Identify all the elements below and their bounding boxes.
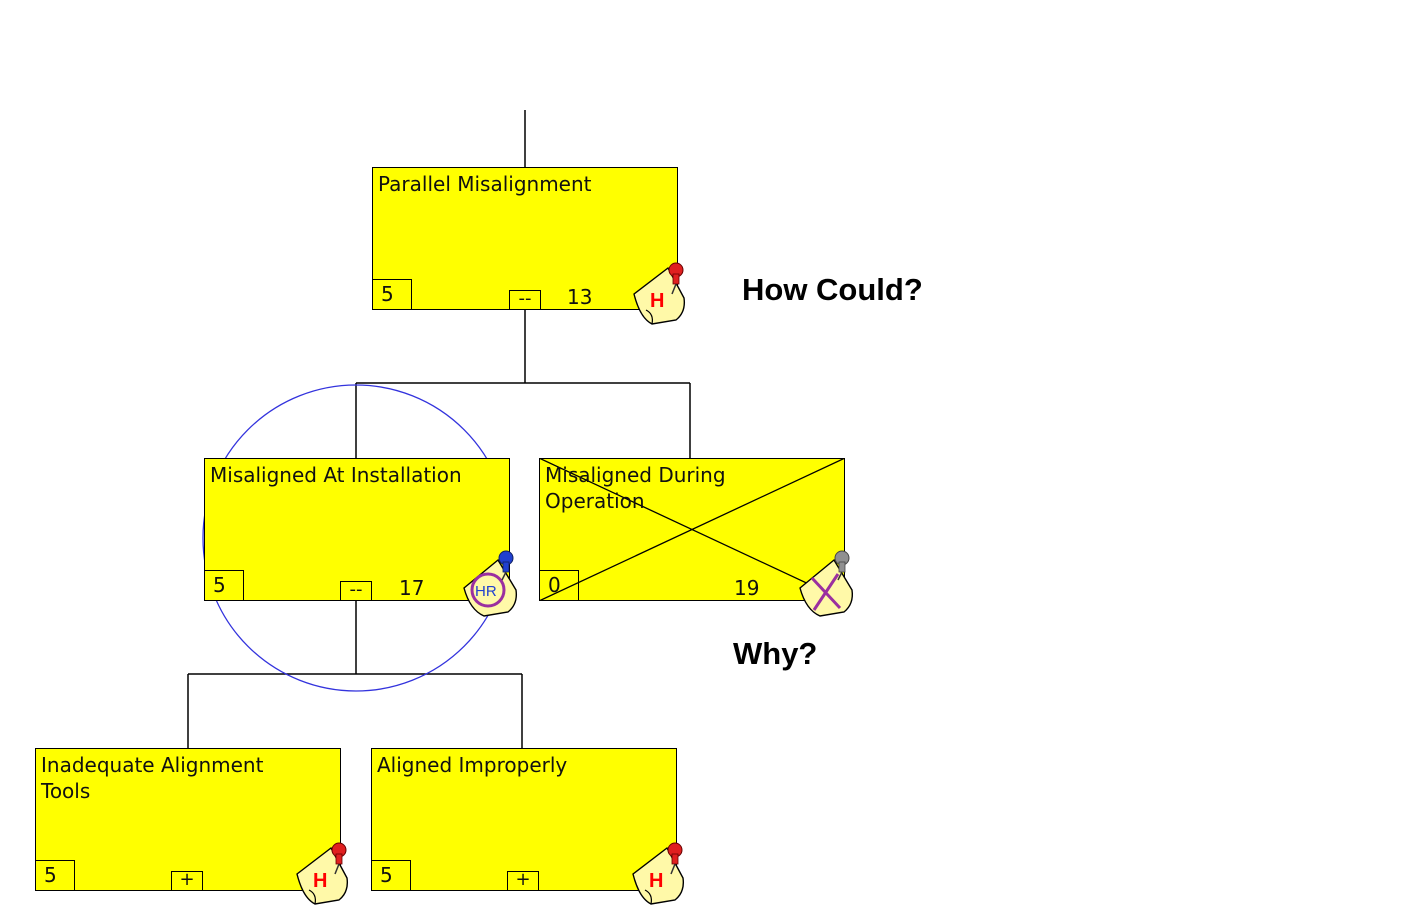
node-id: 19 bbox=[734, 576, 760, 600]
why-label: Why? bbox=[733, 636, 818, 671]
node-parallel-misalignment[interactable]: Parallel Misalignment 5 -- 13 bbox=[372, 167, 678, 310]
rank-box: 5 bbox=[35, 860, 75, 891]
node-misaligned-at-installation[interactable]: Misaligned At Installation 5 -- 17 bbox=[204, 458, 510, 601]
node-title: Parallel Misalignment bbox=[378, 172, 592, 196]
expand-toggle-button[interactable]: + bbox=[507, 871, 539, 891]
crossed-out-mark bbox=[539, 458, 845, 601]
note-letter: HR bbox=[475, 583, 497, 600]
node-id: 13 bbox=[567, 285, 593, 309]
rank-box: 5 bbox=[372, 279, 412, 310]
rank-box: 5 bbox=[371, 860, 411, 891]
how-could-label: How Could? bbox=[742, 272, 923, 307]
node-id: 17 bbox=[399, 576, 425, 600]
rank-box: 0 bbox=[539, 570, 579, 601]
collapse-toggle-button[interactable]: -- bbox=[509, 290, 541, 310]
sticky-note-pin-icon[interactable]: H bbox=[287, 838, 357, 908]
node-title: Aligned Improperly bbox=[377, 753, 568, 777]
node-title: Inadequate Alignment Tools bbox=[41, 753, 264, 803]
sticky-note-pin-icon[interactable]: H bbox=[623, 838, 693, 908]
note-letter: H bbox=[650, 290, 664, 312]
node-title: Misaligned At Installation bbox=[210, 463, 462, 487]
node-aligned-improperly[interactable]: Aligned Improperly 5 + bbox=[371, 748, 677, 891]
sticky-note-pin-icon[interactable]: HR bbox=[456, 548, 526, 618]
collapse-toggle-button[interactable]: -- bbox=[340, 581, 372, 601]
sticky-note-pin-icon[interactable]: H bbox=[624, 258, 694, 328]
node-misaligned-during-operation[interactable]: Misaligned During Operation 0 19 bbox=[539, 458, 845, 601]
expand-toggle-button[interactable]: + bbox=[171, 871, 203, 891]
note-letter: H bbox=[649, 870, 663, 892]
sticky-note-crossed-icon[interactable] bbox=[792, 548, 862, 618]
node-title: Misaligned During Operation bbox=[545, 463, 726, 513]
node-inadequate-alignment-tools[interactable]: Inadequate Alignment Tools 5 + bbox=[35, 748, 341, 891]
rank-box: 5 bbox=[204, 570, 244, 601]
note-letter: H bbox=[313, 870, 327, 892]
